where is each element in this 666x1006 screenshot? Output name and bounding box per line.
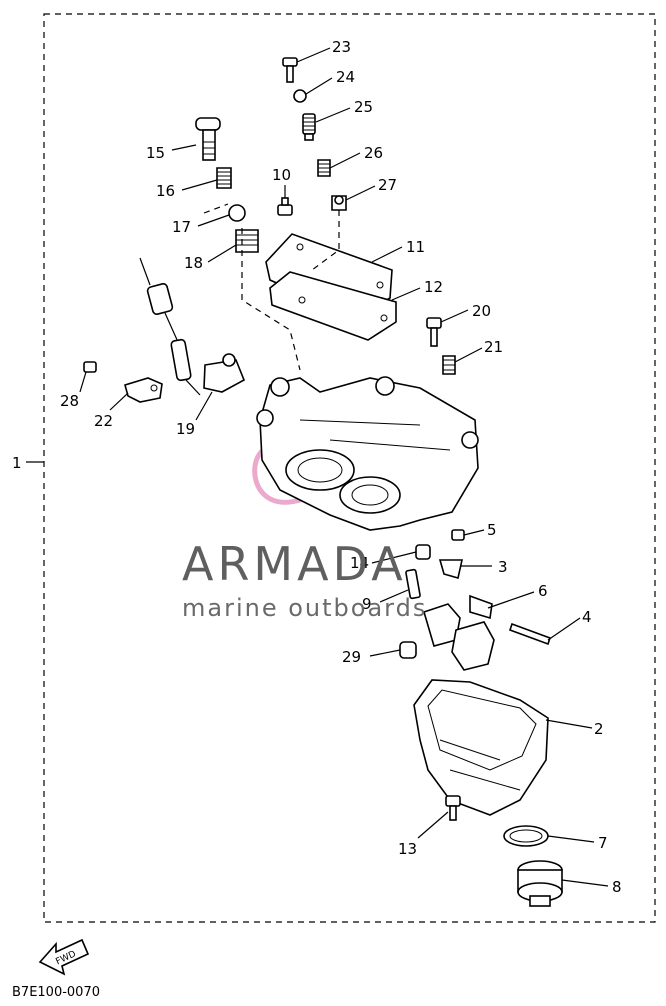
part-7-o-ring — [503, 825, 549, 847]
callout-13: 13 — [398, 840, 417, 858]
part-26-spring — [317, 159, 331, 177]
part-6-float — [423, 594, 495, 671]
carburetor-body — [256, 376, 479, 531]
callout-19: 19 — [176, 420, 195, 438]
callout-7: 7 — [598, 834, 608, 852]
assembly-border: 1 — [12, 13, 656, 923]
part-15-plunger — [195, 117, 221, 161]
callout-5: 5 — [487, 521, 497, 539]
callout-10: 10 — [272, 166, 291, 184]
fwd-arrow: FWD — [38, 938, 90, 976]
callout-15: 15 — [146, 144, 165, 162]
part-27-cap — [331, 195, 347, 211]
part-18-spring — [235, 229, 259, 253]
callout-26: 26 — [364, 144, 383, 162]
part-10-screw — [277, 197, 293, 216]
callout-28: 28 — [60, 392, 79, 410]
callout-6: 6 — [538, 582, 548, 600]
part-5-screw — [451, 529, 465, 541]
callout-2: 2 — [594, 720, 604, 738]
watermark-tagline: marine outboards — [182, 594, 427, 622]
callout-29: 29 — [342, 648, 361, 666]
callout-9: 9 — [362, 595, 372, 613]
part-9-needle-jet — [405, 568, 421, 600]
part-24-washer — [293, 89, 307, 103]
callout-20: 20 — [472, 302, 491, 320]
callout-8: 8 — [612, 878, 622, 896]
callout-16: 16 — [156, 182, 175, 200]
callout-18: 18 — [184, 254, 203, 272]
part-23-screw — [282, 57, 298, 83]
callout-14: 14 — [350, 554, 369, 572]
callout-21: 21 — [484, 338, 503, 356]
part-14-jet — [415, 544, 431, 560]
watermark-brand: ARMADA — [182, 537, 407, 591]
callout-12: 12 — [424, 278, 443, 296]
part-4-pin — [508, 622, 552, 646]
callout-25: 25 — [354, 98, 373, 116]
diagram-code: B7E100-0070 — [12, 985, 100, 1000]
part-3-plate — [438, 559, 463, 580]
leader-lines — [79, 47, 609, 887]
part-21-spring — [442, 355, 456, 375]
part-12-gasket — [269, 271, 397, 341]
callout-4: 4 — [582, 608, 592, 626]
callout-22: 22 — [94, 412, 113, 430]
part-29-ring — [399, 641, 417, 659]
part-28-screw — [83, 361, 97, 373]
part-13-drain-screw — [445, 795, 461, 821]
part-20-screw — [426, 317, 442, 347]
part-22-bracket — [124, 377, 163, 403]
callout-23: 23 — [332, 38, 351, 56]
callout-labels: 23 24 25 26 27 10 15 16 17 18 11 12 20 2… — [60, 38, 622, 896]
callout-24: 24 — [336, 68, 355, 86]
part-16-spring — [216, 167, 232, 189]
part-25-adjust-screw — [302, 113, 316, 141]
part-2-float-bowl — [413, 679, 549, 816]
callout-17: 17 — [172, 218, 191, 236]
part-19-cable-assembly — [139, 257, 246, 396]
callout-1: 1 — [12, 454, 22, 472]
part-8-drain-plug — [517, 860, 563, 907]
callout-27: 27 — [378, 176, 397, 194]
callout-3: 3 — [498, 558, 508, 576]
watermark-text: ARMADA marine outboards — [182, 537, 427, 622]
callout-11: 11 — [406, 238, 425, 256]
part-17-nut — [228, 204, 246, 222]
